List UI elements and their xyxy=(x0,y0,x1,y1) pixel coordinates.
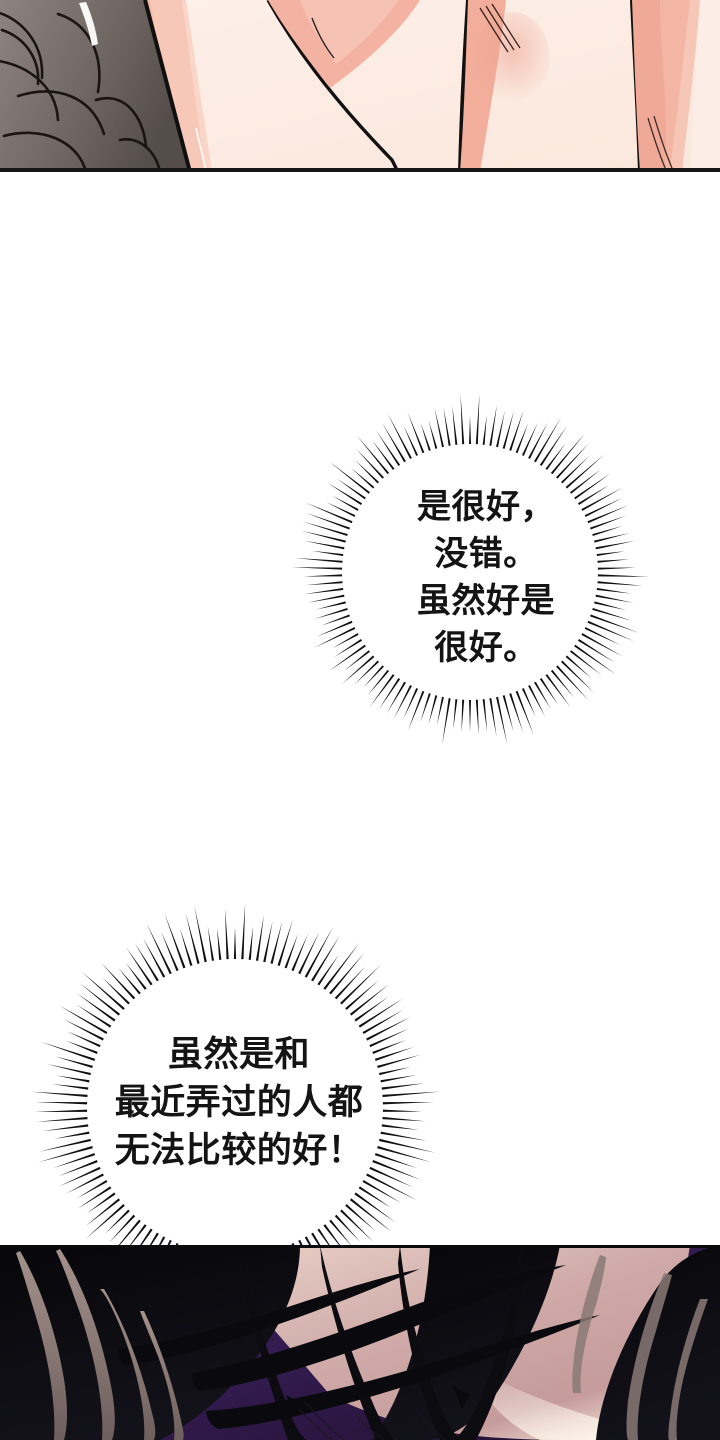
panel-gutter-white: 是很好， 没错。 虽然好是 很好。 虽然是和 最近弄过的人都 无法比较的好！ xyxy=(0,172,720,1308)
speech-bubble-1: 是很好， 没错。 虽然好是 很好。 xyxy=(290,392,650,752)
panel-bottom-top-border xyxy=(0,1245,720,1248)
panel-bottom-artwork xyxy=(0,1245,720,1440)
comic-panel-bottom xyxy=(0,1245,720,1440)
burst-bubble-shape-1 xyxy=(291,394,650,746)
panel-top-bottom-border xyxy=(0,168,720,172)
comic-panel-top xyxy=(0,0,720,172)
panel-top-artwork xyxy=(0,0,720,172)
burst-bubble-shape-2 xyxy=(31,903,441,1308)
